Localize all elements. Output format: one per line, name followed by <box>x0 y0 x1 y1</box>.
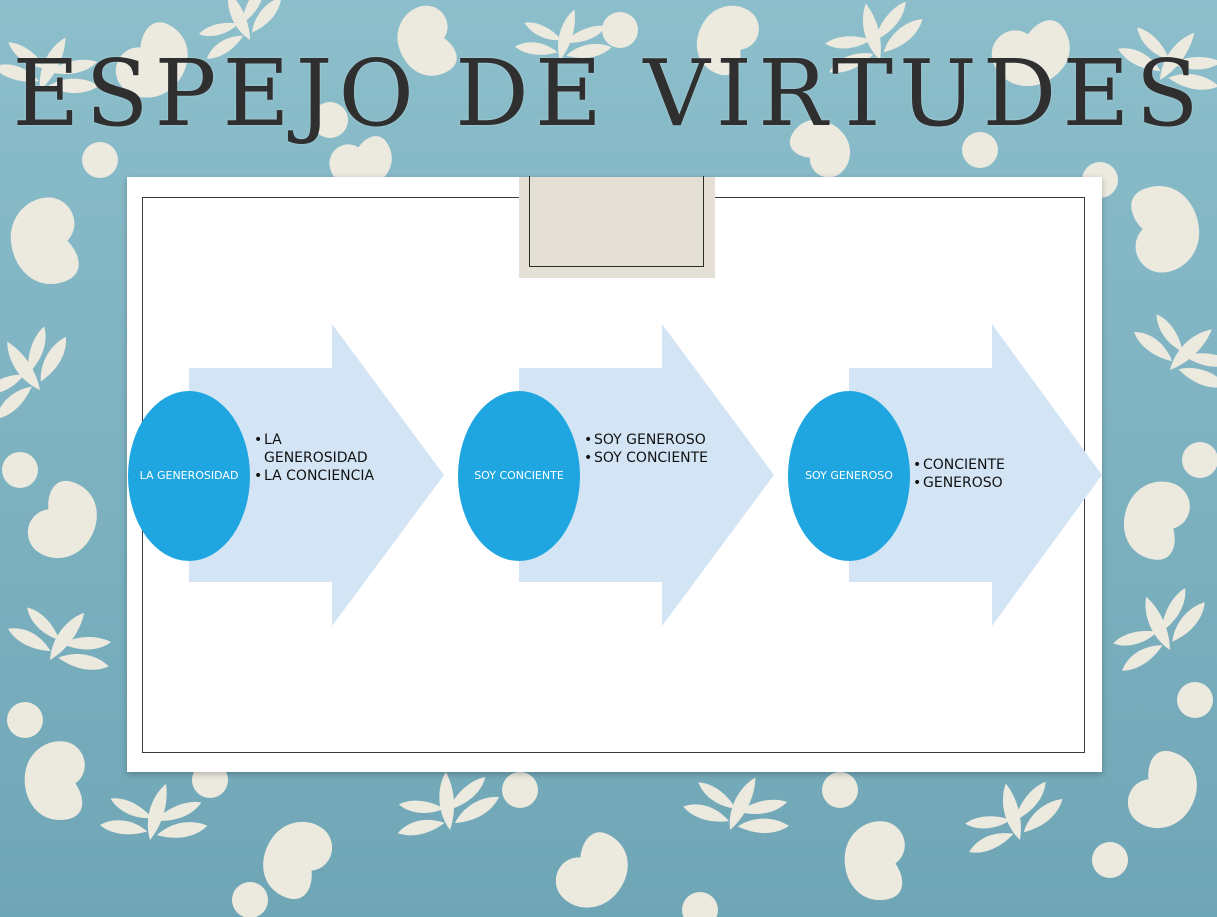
slide-title: ESPEJO DE VIRTUDES <box>12 39 1205 147</box>
step-2-bullets: SOY GENEROSO SOY CONCIENTE <box>584 431 714 467</box>
step-2-circle-label: SOY CONCIENTE <box>474 469 564 482</box>
clip-tab-inner <box>529 176 704 267</box>
step-2-arrow <box>519 324 774 626</box>
step-3-bullet-2: GENEROSO <box>913 474 1043 492</box>
content-panel: LA GENEROSIDAD LA GENEROSIDAD LA CONCIEN… <box>127 176 1102 772</box>
step-3-circle-label: SOY GENEROSO <box>805 469 893 482</box>
clip-tab <box>519 176 715 278</box>
step-1-bullet-1: LA GENEROSIDAD <box>254 431 389 467</box>
step-1-bullets: LA GENEROSIDAD LA CONCIENCIA <box>254 431 389 485</box>
step-2-bullet-1: SOY GENEROSO <box>584 431 714 449</box>
step-3-bullets: CONCIENTE GENEROSO <box>913 456 1043 492</box>
step-3-bullet-1: CONCIENTE <box>913 456 1043 474</box>
step-1-circle-label: LA GENEROSIDAD <box>139 469 239 482</box>
step-2-bullet-2: SOY CONCIENTE <box>584 449 714 467</box>
step-3-circle: SOY GENEROSO <box>788 391 910 561</box>
step-2-circle: SOY CONCIENTE <box>458 391 580 561</box>
step-1-bullet-2: LA CONCIENCIA <box>254 467 389 485</box>
step-1-circle: LA GENEROSIDAD <box>128 391 250 561</box>
